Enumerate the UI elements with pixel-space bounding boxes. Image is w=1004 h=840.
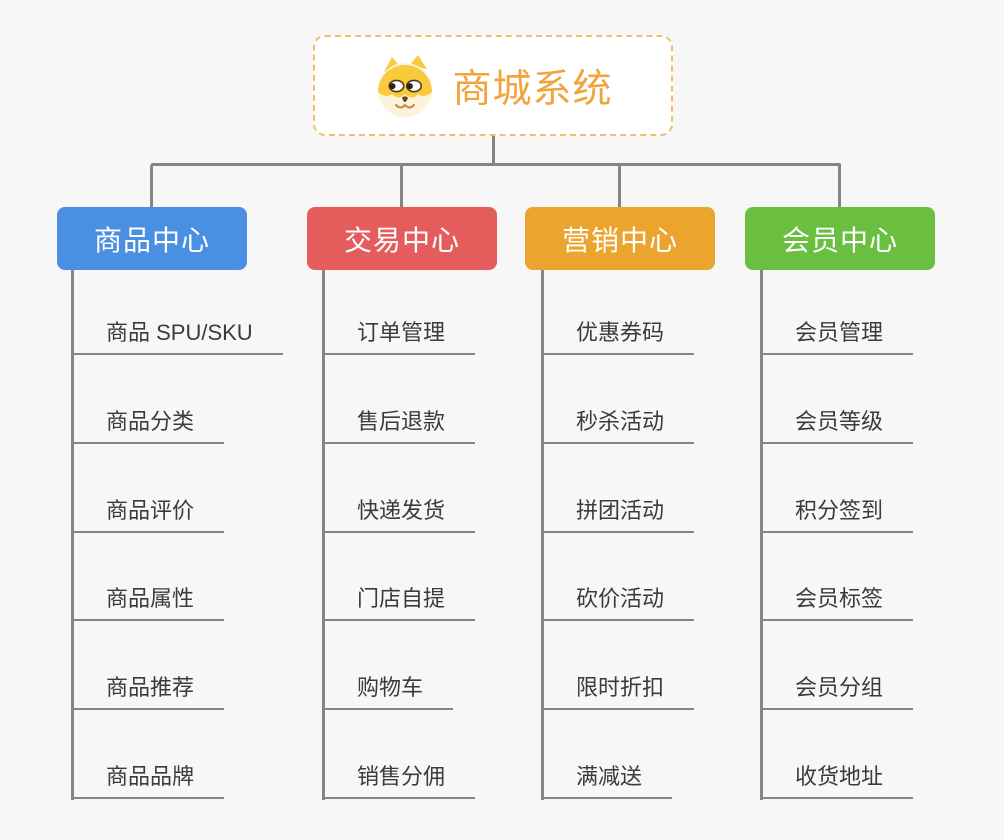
connector-drop-marketing [618, 165, 621, 208]
branch-leaves-product-center: 商品 SPU/SKU 商品分类 商品评价 商品属性 商品推荐 商品品牌 [71, 270, 283, 799]
branch-trunk-line [71, 270, 74, 800]
root-title: 商城系统 [452, 67, 613, 111]
leaf-node[interactable]: 订单管理 [322, 270, 476, 355]
leaf-node[interactable]: 会员管理 [760, 270, 914, 355]
branch-node-trade-center[interactable]: 交易中心 [307, 207, 497, 270]
connector-drop-member [838, 165, 841, 208]
branch-node-product-center[interactable]: 商品中心 [57, 207, 247, 270]
leaf-node[interactable]: 秒杀活动 [541, 355, 695, 444]
branch-trunk-line [322, 270, 325, 800]
leaf-node[interactable]: 会员标签 [760, 533, 914, 622]
branch-leaves-marketing-center: 优惠券码 秒杀活动 拼团活动 砍价活动 限时折扣 满减送 [541, 270, 695, 799]
branch-leaves-trade-center: 订单管理 售后退款 快递发货 门店自提 购物车 销售分佣 [322, 270, 476, 799]
connector-horizontal [151, 163, 841, 166]
leaf-node[interactable]: 商品 SPU/SKU [71, 270, 283, 355]
leaf-node[interactable]: 商品评价 [71, 444, 225, 533]
leaf-node[interactable]: 商品推荐 [71, 621, 225, 711]
leaf-node[interactable]: 优惠券码 [541, 270, 695, 355]
branch-node-member-center[interactable]: 会员中心 [745, 207, 935, 270]
leaf-node[interactable]: 购物车 [322, 621, 454, 711]
branch-trunk-line [760, 270, 763, 800]
leaf-node[interactable]: 商品属性 [71, 533, 225, 622]
branch-node-marketing-center[interactable]: 营销中心 [525, 207, 715, 270]
connector-root-trunk [492, 134, 495, 165]
leaf-node[interactable]: 商品分类 [71, 355, 225, 444]
connector-drop-product [150, 165, 153, 208]
root-node[interactable]: 商城系统 [313, 35, 673, 136]
leaf-node[interactable]: 门店自提 [322, 533, 476, 622]
branch-trunk-line [541, 270, 544, 800]
leaf-node[interactable]: 销售分佣 [322, 710, 476, 799]
leaf-node[interactable]: 满减送 [541, 710, 673, 799]
leaf-node[interactable]: 快递发货 [322, 444, 476, 533]
leaf-node[interactable]: 拼团活动 [541, 444, 695, 533]
leaf-node[interactable]: 商品品牌 [71, 710, 225, 799]
leaf-node[interactable]: 售后退款 [322, 355, 476, 444]
leaf-node[interactable]: 限时折扣 [541, 621, 695, 711]
branch-leaves-member-center: 会员管理 会员等级 积分签到 会员标签 会员分组 收货地址 [760, 270, 914, 799]
leaf-node[interactable]: 会员等级 [760, 355, 914, 444]
dog-face-icon [378, 54, 433, 117]
leaf-node[interactable]: 砍价活动 [541, 533, 695, 622]
leaf-node[interactable]: 积分签到 [760, 444, 914, 533]
leaf-node[interactable]: 收货地址 [760, 710, 914, 799]
connector-drop-trade [400, 165, 403, 208]
leaf-node[interactable]: 会员分组 [760, 621, 914, 711]
